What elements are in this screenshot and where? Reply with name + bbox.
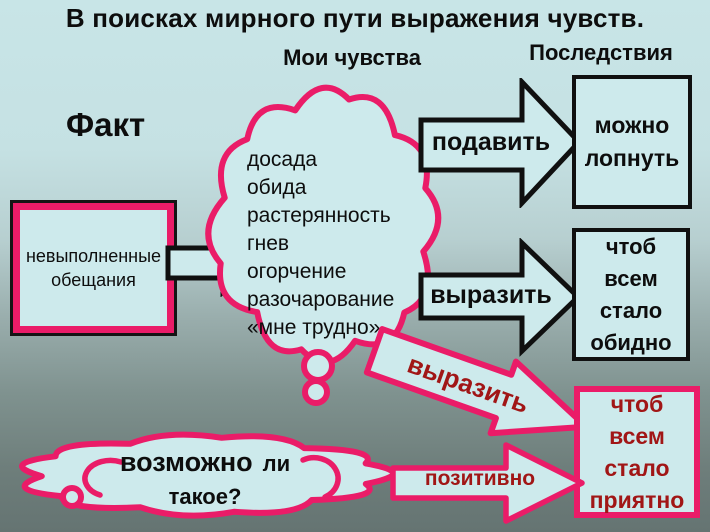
offended-box-line: обидно <box>590 329 672 355</box>
express-pink-arrow: выразить <box>358 312 607 468</box>
cloud-swirl <box>82 457 124 498</box>
burst-box-line: можно <box>594 112 670 138</box>
express-black-arrow <box>418 238 582 357</box>
thought-tail-circle <box>301 349 335 383</box>
suppress-arrow <box>418 78 583 208</box>
feeling-item: огорчение <box>247 260 347 283</box>
thought-tail-circle <box>302 378 330 406</box>
thought-tail-circle <box>60 485 84 509</box>
arrow-canvas <box>363 326 590 437</box>
question-cloud-text: возможно ли такое? <box>70 447 340 512</box>
question-word-small: ли <box>262 451 291 476</box>
pleasant-box-line: приятно <box>589 487 685 513</box>
pleasant-box: чтоб всем стало приятно <box>574 386 700 518</box>
page-title: В поисках мирного пути выражения чувств. <box>65 3 645 33</box>
suppress-arrow-label: подавить <box>431 128 551 156</box>
pleasant-box-line: стало <box>604 455 670 481</box>
burst-box-line: лопнуть <box>584 145 680 171</box>
question-line-2: такое? <box>168 484 242 509</box>
feelings-cloud <box>205 84 442 406</box>
cloud-swirl <box>300 454 341 500</box>
label-fact: Факт <box>66 106 146 143</box>
offended-box: чтоб всем стало обидно <box>572 228 690 361</box>
pleasant-box-line: всем <box>609 423 665 449</box>
feeling-item: разочарование <box>247 288 395 311</box>
label-consequences: Последствия <box>529 40 673 65</box>
positive-arrow <box>390 442 585 524</box>
offended-box-line: всем <box>604 265 658 291</box>
feeling-item: «мне трудно» <box>247 316 381 339</box>
arrow-shape <box>363 326 590 437</box>
feelings-list: досада обида растерянность гнев огорчени… <box>247 146 452 342</box>
express-black-arrow-label: выразить <box>430 281 552 309</box>
arrow-shape <box>390 442 585 524</box>
feeling-item: досада <box>247 148 318 171</box>
offended-box-line: стало <box>599 297 663 323</box>
feeling-item: растерянность <box>247 204 391 227</box>
feeling-item: обида <box>247 176 307 199</box>
question-cloud <box>19 431 397 519</box>
pleasant-box-line: чтоб <box>610 391 664 417</box>
cloud-shape <box>19 431 397 519</box>
cloud-shape <box>205 84 442 366</box>
fact-box-text: невыполненные обещания <box>25 246 162 290</box>
positive-arrow-label: позитивно <box>424 467 536 490</box>
burst-box: можно лопнуть <box>572 75 692 209</box>
offended-box-line: чтоб <box>605 233 657 259</box>
arrow-shape <box>418 78 583 208</box>
arrow-shape <box>418 238 582 357</box>
question-word-large: возможно <box>119 447 253 477</box>
label-my-feelings: Мои чувства <box>283 45 421 70</box>
feeling-item: гнев <box>247 232 290 255</box>
question-line-1: возможно ли <box>70 447 340 482</box>
fact-box: невыполненные обещания <box>10 200 177 336</box>
